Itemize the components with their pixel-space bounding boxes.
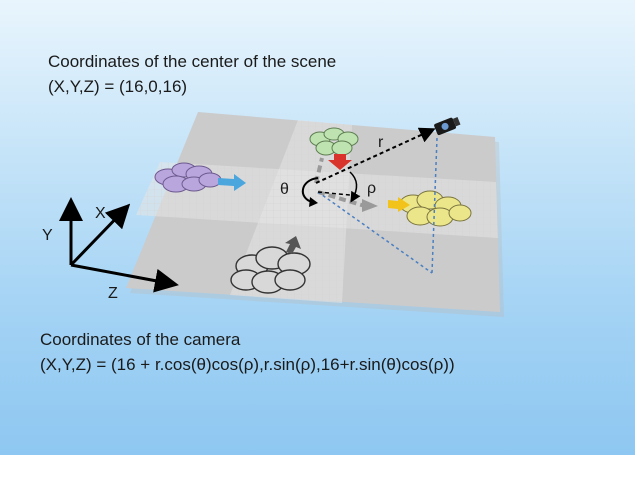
camera-coordinates-value: (X,Y,Z) = (16 + r.cos(θ)cos(ρ),r.sin(ρ),… [40,355,455,374]
scene-diagram: r θ ρ Y X Z [42,112,504,317]
radius-line [315,127,436,184]
theta-arc [302,177,319,203]
camera-coordinates-title: Coordinates of the camera [40,330,241,349]
radius-label: r [378,134,384,151]
arrow-yellow [388,197,410,212]
flower-gray-icon [230,246,311,294]
center-coordinates-value: (X,Y,Z) = (16,0,16) [48,77,188,96]
projection-lines [317,137,438,274]
arrow-blue [218,174,246,191]
axis-y-label: Y [42,227,53,244]
axis-x-label: X [95,205,106,222]
arrow-dark [285,236,301,254]
flower-green-icon [309,127,359,156]
flower-purple-icon [154,162,222,193]
axis-z-label: Z [108,285,118,302]
center-coordinates-title: Coordinates of the center of the scene [48,52,337,71]
rho-label: ρ [367,180,376,197]
axes [59,197,179,293]
arrow-red [328,154,352,170]
theta-label: θ [280,181,289,198]
rho-arc [349,171,361,203]
camera-icon [434,117,461,136]
